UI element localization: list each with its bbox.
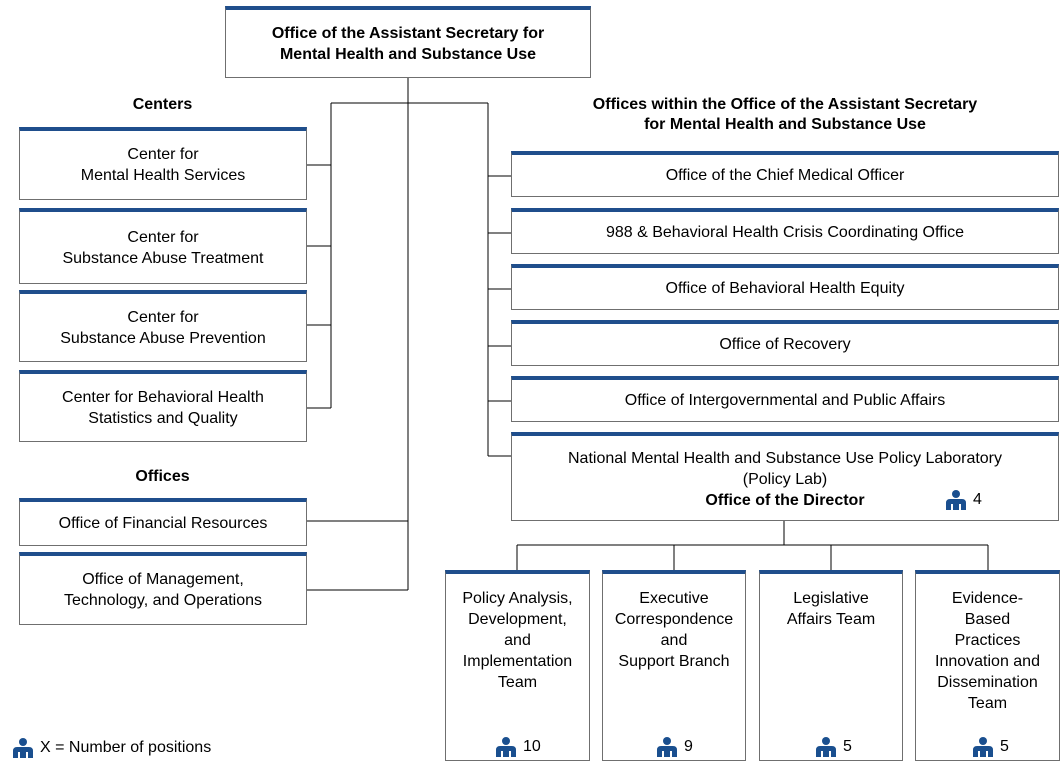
- center-box: Center for Mental Health Services: [19, 127, 307, 200]
- center-label: Center for Substance Abuse Prevention: [60, 308, 266, 347]
- policy-lab-positions: 4: [945, 490, 982, 510]
- team-label: Executive Correspondence and Support Bra…: [614, 590, 734, 670]
- person-icon: [496, 737, 516, 757]
- top-office-title: Office of the Assistant Secretary for Me…: [271, 24, 545, 63]
- offices-heading: Offices: [135, 468, 190, 485]
- positions-count: 10: [523, 738, 541, 755]
- center-label: Center for Substance Abuse Treatment: [62, 228, 264, 267]
- osec-office-box: 988 & Behavioral Health Crisis Coordinat…: [511, 208, 1059, 254]
- person-icon: [816, 737, 836, 757]
- osec-office-box: Office of the Chief Medical Officer: [511, 151, 1059, 197]
- person-icon: [973, 737, 993, 757]
- center-label: Center for Behavioral Health Statistics …: [62, 388, 264, 427]
- office-label: Office of Management, Technology, and Op…: [63, 571, 263, 609]
- positions-count: 5: [843, 738, 852, 755]
- team-box: Evidence- Based Practices Innovation and…: [915, 570, 1060, 761]
- center-box: Center for Substance Abuse Prevention: [19, 290, 307, 362]
- team-box: Executive Correspondence and Support Bra…: [602, 570, 746, 761]
- person-icon: [946, 490, 966, 510]
- office-box: Office of Management, Technology, and Op…: [19, 552, 307, 625]
- person-icon: [13, 738, 33, 758]
- person-icon: [657, 737, 677, 757]
- team-positions: 5: [815, 737, 852, 757]
- osec-office-label: Office of Intergovernmental and Public A…: [624, 392, 946, 409]
- policy-lab-director: Office of the Director: [705, 492, 865, 509]
- osec-office-box: Office of Intergovernmental and Public A…: [511, 376, 1059, 422]
- office-box: Office of Financial Resources: [19, 498, 307, 546]
- center-box: Center for Behavioral Health Statistics …: [19, 370, 307, 442]
- team-label: Legislative Affairs Team: [786, 590, 876, 628]
- top-office-box: Office of the Assistant Secretary for Me…: [225, 6, 591, 78]
- team-positions: 5: [972, 737, 1009, 757]
- positions-count: 4: [973, 491, 982, 508]
- osec-office-label: 988 & Behavioral Health Crisis Coordinat…: [605, 224, 965, 241]
- office-label: Office of Financial Resources: [58, 515, 268, 532]
- team-box: Policy Analysis, Development, and Implem…: [445, 570, 590, 761]
- center-label: Center for Mental Health Services: [80, 146, 246, 184]
- team-positions: 10: [495, 737, 541, 757]
- osec-office-label: Office of Recovery: [719, 336, 851, 353]
- legend-text: X = Number of positions: [40, 739, 212, 756]
- team-box: Legislative Affairs Team: [759, 570, 903, 761]
- osec-heading: Offices within the Office of the Assista…: [592, 96, 978, 133]
- policy-lab-box: National Mental Health and Substance Use…: [511, 432, 1059, 521]
- policy-lab-name: National Mental Health and Substance Use…: [567, 450, 1003, 488]
- positions-count: 5: [1000, 738, 1009, 755]
- centers-heading: Centers: [132, 96, 193, 113]
- osec-office-label: Office of Behavioral Health Equity: [665, 280, 905, 297]
- center-box: Center for Substance Abuse Treatment: [19, 208, 307, 284]
- osec-office-box: Office of Behavioral Health Equity: [511, 264, 1059, 310]
- positions-count: 9: [684, 738, 693, 755]
- osec-office-label: Office of the Chief Medical Officer: [665, 167, 905, 184]
- osec-office-box: Office of Recovery: [511, 320, 1059, 366]
- team-label: Policy Analysis, Development, and Implem…: [462, 590, 573, 691]
- team-positions: 9: [656, 737, 693, 757]
- team-label: Evidence- Based Practices Innovation and…: [935, 590, 1040, 712]
- legend: X = Number of positions: [12, 738, 211, 758]
